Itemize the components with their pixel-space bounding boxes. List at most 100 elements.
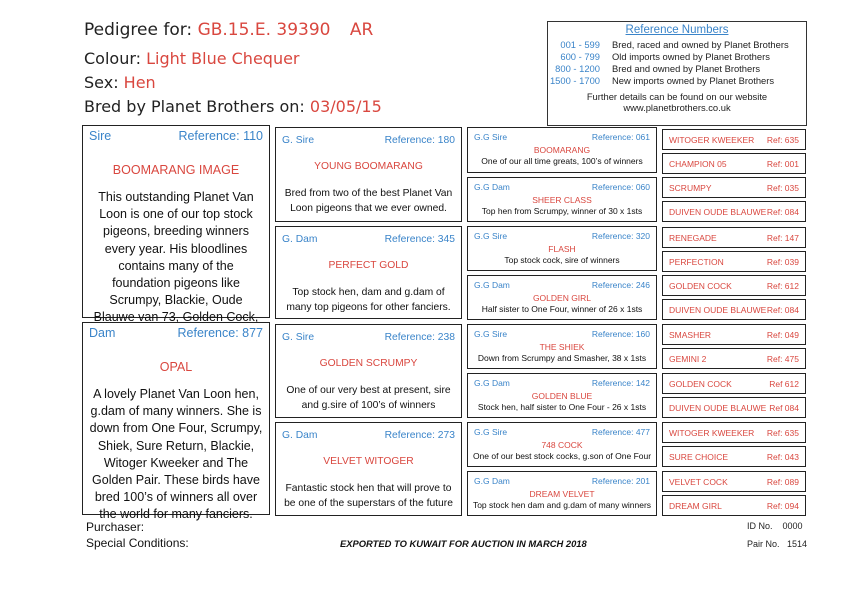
card-role: G.G Sire — [474, 132, 508, 142]
bred-line: Bred by Planet Brothers on: 03/05/15 — [84, 97, 382, 116]
card-role: G.G Sire — [474, 231, 508, 241]
card-role: G.G Dam — [474, 476, 510, 486]
website-url: www.planetbrothers.co.uk — [623, 102, 731, 113]
ancestor-ref: Ref: 039 — [766, 256, 799, 267]
card-reference: Reference: 877 — [177, 326, 263, 340]
pair-number: Pair No. 1514 — [747, 539, 807, 549]
card-description: A lovely Planet Van Loon hen, g.dam of m… — [89, 387, 263, 522]
ancestor-name: VELVET COCK — [669, 476, 728, 487]
ancestor-name: SMASHER — [669, 329, 712, 340]
sex-line: Sex: Hen — [84, 73, 156, 92]
card-role: G.G Sire — [474, 427, 508, 437]
gg-dam-card: G.G Dam Reference: 142 GOLDEN BLUE Stock… — [467, 373, 657, 418]
card-reference: Reference: 345 — [384, 234, 455, 245]
ring-number: GB.15.E. 39390 — [197, 20, 331, 40]
pedigree-title: Pedigree for: GB.15.E. 39390 AR — [84, 20, 373, 40]
pair-label: Pair No. — [747, 539, 780, 549]
card-reference: Reference: 142 — [591, 378, 650, 388]
dam-card: Dam Reference: 877 OPAL A lovely Planet … — [82, 322, 270, 521]
card-reference: Reference: 477 — [591, 427, 650, 437]
ancestor-name: GEMINI 2 — [669, 353, 707, 364]
reference-range: 600 - 799 — [560, 51, 600, 62]
card-reference: Reference: 201 — [591, 476, 650, 486]
card-role: Sire — [89, 129, 112, 143]
id-label: ID No. — [747, 521, 773, 531]
sire-card: Sire Reference: 110 BOOMARANG IMAGE This… — [82, 125, 270, 342]
reference-desc: Old imports owned by Planet Brothers — [612, 51, 770, 62]
ancestor-ref: Ref: 049 — [766, 329, 799, 340]
card-name: VELVET WITOGER — [323, 456, 414, 467]
g-sire-card: G. Sire Reference: 238 GOLDEN SCRUMPY On… — [275, 324, 462, 418]
website-note: Further details can be found on our webs… — [586, 91, 768, 102]
reference-desc: Bred and owned by Planet Brothers — [612, 63, 761, 74]
ancestor-name: SCRUMPY — [669, 182, 712, 193]
ancestor-ref: Ref: 635 — [766, 427, 799, 438]
reference-row: 800 - 1200 Bred and owned by Planet Broth… — [548, 63, 806, 75]
gg-sire-card: G.G Sire Reference: 160 THE SHIEK Down f… — [467, 324, 657, 369]
card-name: GOLDEN GIRL — [532, 293, 592, 303]
card-reference: Reference: 246 — [591, 280, 650, 290]
card-description: Top stock hen dam and g.dam of many winn… — [472, 500, 652, 510]
card-reference: Reference: 061 — [591, 132, 650, 142]
ancestor-ref: Ref: 612 — [766, 280, 799, 291]
purchaser-label: Purchaser: — [86, 520, 145, 534]
id-number: ID No. 0000 — [747, 521, 803, 531]
card-role: G. Sire — [282, 135, 315, 146]
card-description: Down from Scrumpy and Smasher, 38 x 1sts — [477, 353, 647, 363]
ancestor-ref: Ref: 035 — [766, 182, 799, 193]
card-name: GOLDEN SCRUMPY — [319, 358, 418, 369]
ancestor-name: DUIVEN OUDE BLAUWE — [669, 304, 767, 315]
ggg-ancestor-row: PERFECTION Ref: 039 — [662, 251, 806, 272]
card-role: G. Sire — [282, 332, 315, 343]
card-name: 748 COCK — [541, 440, 583, 450]
ancestor-ref: Ref: 043 — [766, 451, 799, 462]
ancestor-name: WITOGER KWEEKER — [669, 134, 755, 145]
ancestor-ref: Ref: 089 — [766, 476, 799, 487]
card-name: BOOMARANG IMAGE — [112, 163, 240, 177]
ancestor-name: WITOGER KWEEKER — [669, 427, 755, 438]
card-role: G.G Sire — [474, 329, 508, 339]
gg-dam-card: G.G Dam Reference: 246 GOLDEN GIRL Half … — [467, 275, 657, 320]
reference-range: 800 - 1200 — [555, 63, 600, 74]
ancestor-name: RENEGADE — [669, 232, 717, 243]
card-description: One of our very best at present, sire an… — [286, 385, 451, 411]
ggg-ancestor-row: VELVET COCK Ref: 089 — [662, 471, 806, 492]
gg-dam-card: G.G Dam Reference: 060 SHEER CLASS Top h… — [467, 177, 657, 222]
bred-date: 03/05/15 — [309, 97, 382, 116]
card-name: OPAL — [159, 360, 193, 374]
reference-range: 1500 - 1700 — [549, 75, 600, 86]
ancestor-ref: Ref: 084 — [766, 304, 799, 315]
gg-sire-card: G.G Sire Reference: 477 748 COCK One of … — [467, 422, 657, 467]
ancestor-name: PERFECTION — [669, 256, 724, 267]
card-role: G.G Dam — [474, 182, 510, 192]
reference-row: 600 - 799 Old imports owned by Planet Bro… — [548, 51, 806, 63]
ggg-ancestor-row: SMASHER Ref: 049 — [662, 324, 806, 345]
card-description: This outstanding Planet Van Loon is one … — [93, 190, 259, 342]
reference-row: 001 - 599 Bred, raced and owned by Planet… — [548, 39, 806, 51]
card-reference: Reference: 238 — [384, 332, 455, 343]
card-role: G. Dam — [282, 430, 318, 441]
reference-range: 001 - 599 — [560, 39, 600, 50]
card-reference: Reference: 180 — [384, 135, 455, 146]
card-description: Fantastic stock hen that will prove to b… — [284, 483, 453, 509]
card-description: One of our best stock cocks, g.son of On… — [472, 451, 652, 461]
ancestor-ref: Ref: 475 — [766, 353, 799, 364]
ancestor-ref: Ref: 094 — [766, 500, 799, 511]
gg-sire-card: G.G Sire Reference: 320 FLASH Top stock … — [467, 226, 657, 271]
ancestor-name: CHAMPION 05 — [669, 158, 727, 169]
card-description: Half sister to One Four, winner of 26 x … — [481, 304, 643, 314]
ancestor-ref: Ref 084 — [769, 402, 799, 413]
export-note: EXPORTED TO KUWAIT FOR AUCTION IN MARCH … — [340, 538, 587, 549]
colour-value: Light Blue Chequer — [146, 49, 300, 68]
card-name: SHEER CLASS — [532, 195, 592, 205]
reference-desc: Bred, raced and owned by Planet Brothers — [612, 39, 789, 50]
